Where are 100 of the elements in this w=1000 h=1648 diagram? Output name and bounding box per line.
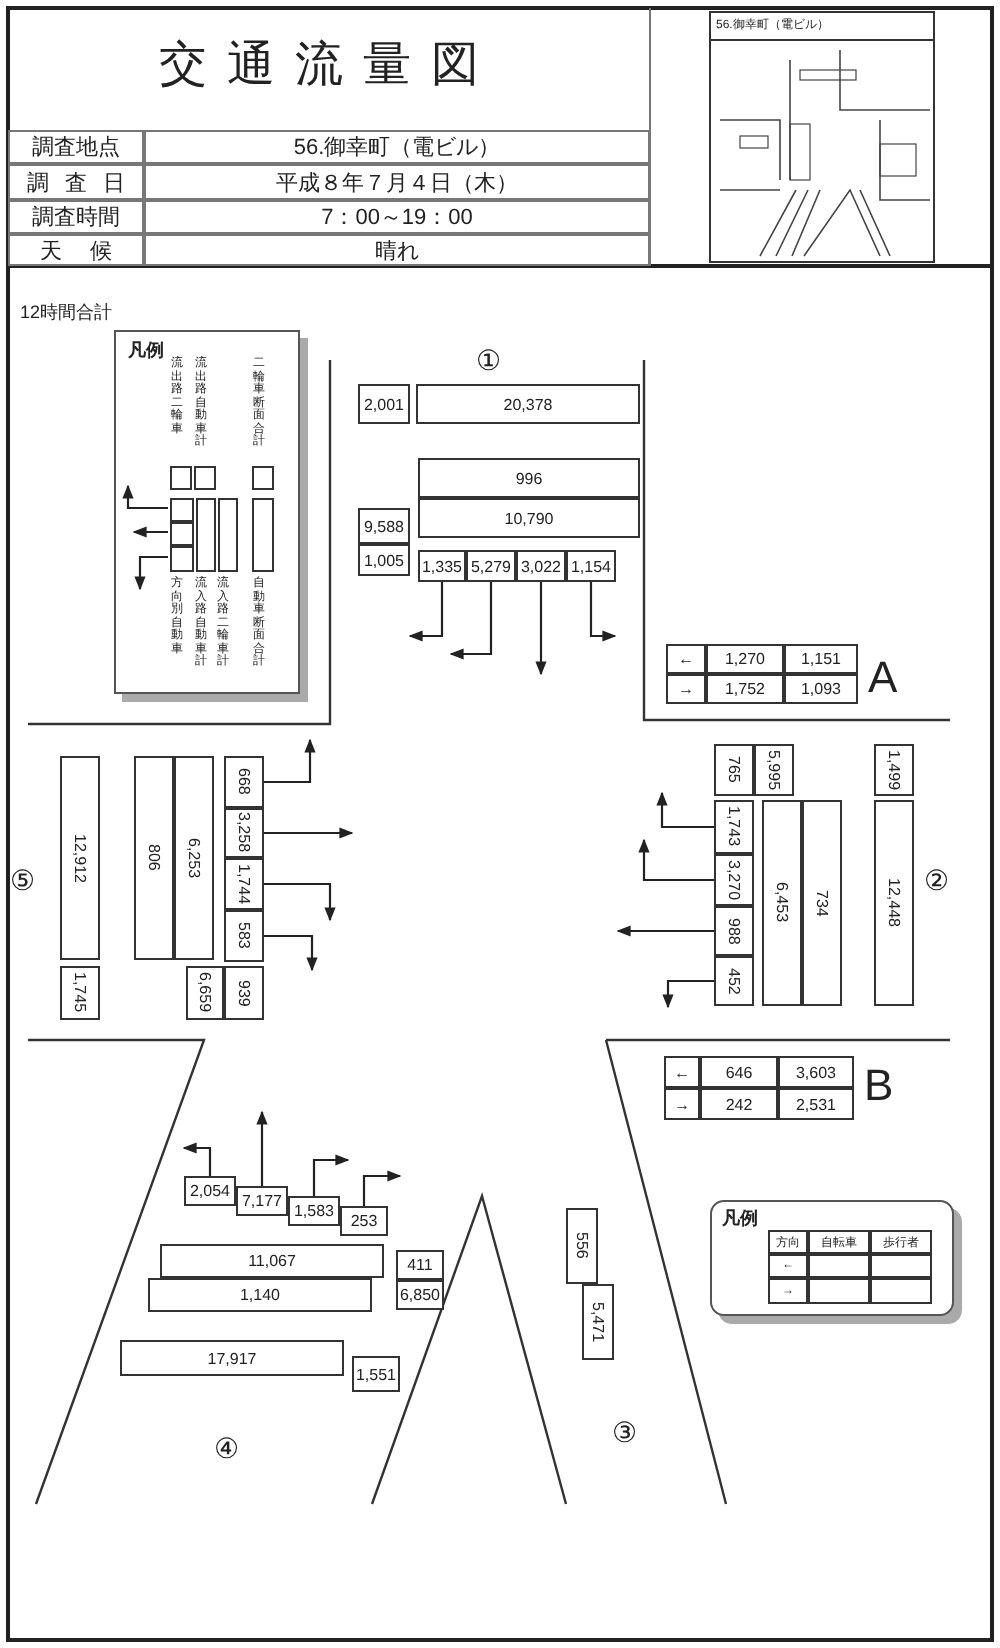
table-cell: 1,270 [706,644,784,674]
count-cell: 1,551 [352,1356,400,1392]
count-cell: 1,154 [566,550,616,582]
table-cell [808,1254,870,1278]
count-cell: 253 [340,1206,388,1236]
table-cell: 646 [700,1056,778,1088]
table-cell: ← [664,1056,700,1088]
count-cell: 1,499 [874,744,914,796]
count-cell: 452 [714,956,754,1006]
field-label: 調査時間 [8,200,144,234]
table-cell: ← [666,644,706,674]
count-cell: 6,253 [174,756,214,960]
arrow [256,1110,268,1186]
arrow [449,582,493,660]
arrow [638,838,714,882]
table-cell [870,1278,932,1304]
table-cell: 1,752 [706,674,784,704]
count-cell: 1,005 [358,544,410,576]
field-value: 7：00～19：00 [144,200,650,234]
table-cell [870,1254,932,1278]
arrow [589,582,617,642]
count-cell: 1,745 [60,966,100,1020]
count-cell: 1,140 [148,1278,372,1312]
legend-box [196,498,216,572]
count-cell: 583 [224,910,264,962]
count-cell: 6,659 [186,966,224,1020]
arrow [264,827,354,839]
count-cell: 765 [714,744,754,796]
field-value: 平成８年７月４日（木） [144,164,650,200]
count-cell: 9,588 [358,508,410,544]
count-cell: 1,744 [224,858,264,910]
count-cell: 6,850 [396,1280,444,1310]
field-label: 天候 [8,234,144,266]
count-cell: 411 [396,1250,444,1280]
count-cell: 20,378 [416,384,640,424]
field-value: 56.御幸町（電ビル） [144,130,650,164]
table-cell: → [664,1088,700,1120]
arrow [264,738,316,784]
count-cell: 3,022 [516,550,566,582]
field-label: 調査地点 [8,130,144,164]
legend-heading: 凡例 [128,338,164,364]
table-cell: 242 [700,1088,778,1120]
table-cell: 1,151 [784,644,858,674]
approach-number: ④ [214,1432,242,1468]
arrow [662,979,714,1009]
table-cell: 1,093 [784,674,858,704]
count-cell: 3,258 [224,808,264,858]
count-cell: 806 [134,756,174,960]
count-cell: 12,448 [874,800,914,1006]
count-cell: 2,001 [358,384,410,424]
arrow [616,925,714,937]
legend-box [170,522,194,546]
arrow [132,526,168,538]
legend-box [252,466,274,490]
count-cell: 1,583 [288,1196,340,1226]
count-cell: 939 [224,966,264,1020]
legend-box [170,498,194,522]
legend-box [194,466,216,490]
approach-number: ② [924,864,952,900]
count-cell: 734 [802,800,842,1006]
page-title: 交通流量図 [157,36,501,96]
count-cell: 10,790 [418,498,640,538]
count-cell: 17,917 [120,1340,344,1376]
count-cell: 988 [714,906,754,956]
count-cell: 5,995 [754,744,794,796]
legend-heading: 凡例 [722,1206,758,1232]
count-cell: 6,453 [762,800,802,1006]
cross-section-letter: A [868,652,900,700]
table-cell [808,1278,870,1304]
table-cell: 2,531 [778,1088,854,1120]
arrow [134,555,168,591]
count-cell: 5,279 [466,550,516,582]
count-cell: 556 [566,1208,598,1284]
arrow [264,882,336,922]
count-cell: 3,270 [714,854,754,906]
cross-section-letter: B [864,1060,896,1108]
arrow [312,1154,350,1196]
arrow [535,582,547,676]
approach-number: ⑤ [10,864,38,900]
field-value: 晴れ [144,234,650,266]
arrow [408,582,444,642]
count-cell: 11,067 [160,1244,384,1278]
count-cell: 5,471 [582,1284,614,1360]
count-cell: 668 [224,756,264,808]
count-cell: 996 [418,458,640,498]
count-cell: 2,054 [184,1176,236,1206]
legend-box [252,498,274,572]
count-cell: 1,335 [418,550,466,582]
arrow [362,1170,402,1206]
section-note: 12時間合計 [20,300,115,324]
field-label: 調査日 [8,164,144,200]
arrow [182,1142,212,1176]
table-cell: 3,603 [778,1056,854,1088]
legend-box [170,466,192,490]
legend-box [218,498,238,572]
approach-number: ① [476,344,504,376]
count-cell: 12,912 [60,756,100,960]
arrow [264,934,318,972]
arrow [656,791,714,829]
approach-number: ③ [612,1416,640,1452]
